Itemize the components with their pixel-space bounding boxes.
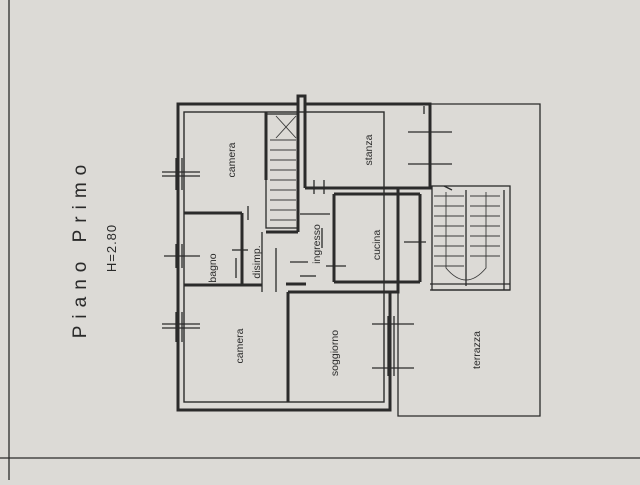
room-label-soggiorno: soggiorno xyxy=(329,330,341,376)
interior-walls xyxy=(184,104,430,402)
plan-title: Piano Primo xyxy=(70,158,91,339)
terrace-outline xyxy=(397,103,541,417)
room-label-bagno: bagno xyxy=(207,253,219,282)
height-label: H=2.80 xyxy=(104,224,119,272)
internal-staircase xyxy=(265,113,299,229)
room-label-cucina: cucina xyxy=(371,230,383,261)
room-label-disimp: disimp. xyxy=(251,245,263,278)
door-marks xyxy=(232,106,453,278)
room-label-terrazza: terrazza xyxy=(471,331,483,369)
room-label-stanza: stanza xyxy=(363,134,375,165)
window-marks xyxy=(162,131,452,376)
room-label-camera-bottom: camera xyxy=(234,328,246,363)
room-label-ingresso: ingresso xyxy=(311,224,323,264)
room-label-camera-top: camera xyxy=(226,142,238,177)
external-staircase xyxy=(430,185,511,291)
